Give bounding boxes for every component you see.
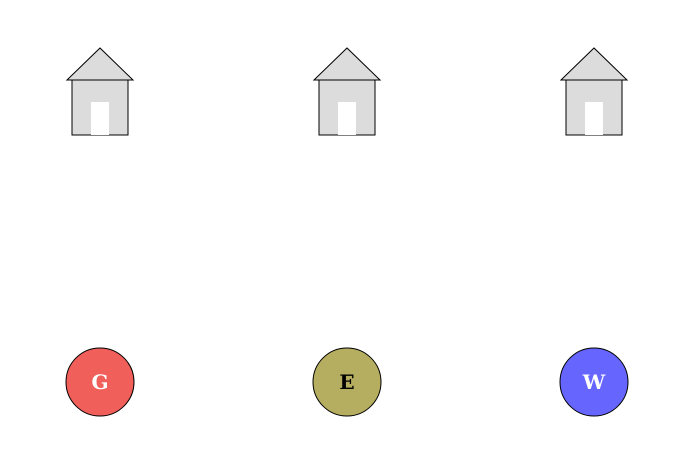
utility-circle — [65, 347, 135, 417]
utility-electric: E — [312, 347, 382, 417]
house-roof — [65, 47, 135, 81]
utility-label: W — [582, 370, 606, 394]
house-door — [338, 102, 356, 135]
house-roof — [559, 47, 629, 81]
utility-label: G — [91, 370, 108, 394]
house-2 — [312, 47, 382, 136]
utility-label: E — [339, 370, 354, 394]
utility-gas: G — [65, 347, 135, 417]
house-3 — [559, 47, 629, 136]
house-door — [91, 102, 109, 135]
utility-circle — [312, 347, 382, 417]
utility-circle — [559, 347, 629, 417]
house-door — [585, 102, 603, 135]
house-roof — [312, 47, 382, 81]
house-1 — [65, 47, 135, 136]
utility-water: W — [559, 347, 629, 417]
